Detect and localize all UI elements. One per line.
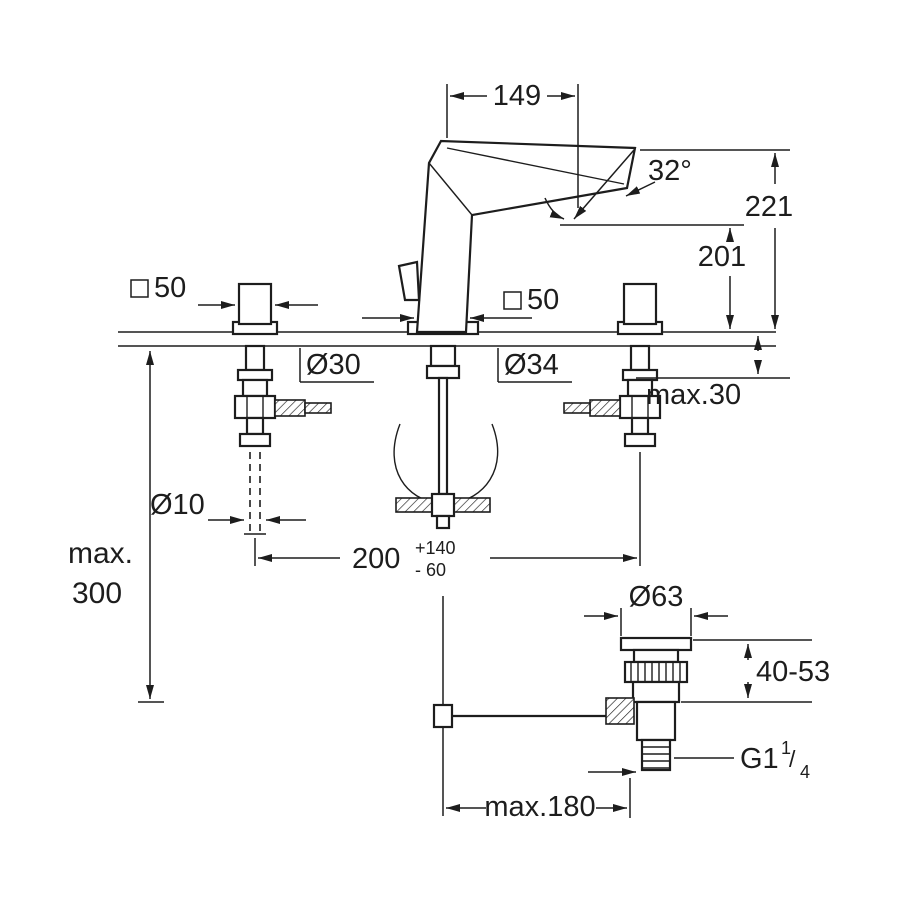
spout-facet-line — [446, 147, 625, 185]
spout-lever — [397, 260, 421, 302]
label-spout-height: 201 — [698, 241, 746, 273]
label-thread-slash: / — [789, 746, 796, 772]
waste-collar — [623, 660, 689, 684]
left-hose-fitting-2 — [304, 402, 332, 414]
hose-fitting — [395, 497, 433, 513]
label-max-deck-thickness: max.30 — [646, 379, 741, 411]
label-thread-numerator: 1 — [781, 738, 791, 758]
dim-rod-diameter: Ø10 — [150, 489, 306, 524]
right-handle — [563, 282, 664, 448]
rod-clamp-knob — [605, 697, 635, 725]
square-symbol — [503, 291, 522, 310]
left-handle — [231, 282, 332, 535]
dim-spout-angle: 32° — [544, 149, 692, 220]
waste-thread-lines — [642, 746, 670, 769]
dim-left-handle-square: 50 — [130, 272, 318, 309]
dim-thread-size: G1 1 / 4 — [588, 738, 810, 782]
dim-clamp-range: 40-53 — [681, 639, 830, 703]
label-thread-prefix: G1 — [740, 743, 779, 775]
label-rod-reach: max.180 — [484, 791, 595, 823]
dim-deck-thickness: max.30 — [636, 336, 790, 411]
dim-total-height: 221 — [640, 149, 793, 329]
dim-spout-reach: 149 — [446, 80, 579, 208]
label-spout-angle: 32° — [648, 155, 692, 187]
label-left-handle-square: 50 — [154, 272, 186, 304]
rod-junction — [432, 703, 454, 729]
spout-outline — [415, 139, 637, 334]
label-max-depth-value: 300 — [72, 577, 122, 610]
spout-body — [397, 139, 637, 336]
label-waste-diameter: Ø63 — [629, 581, 684, 613]
hose-fitting — [453, 497, 491, 513]
label-handle-centers-minus: - 60 — [415, 560, 446, 580]
square-symbol — [130, 279, 149, 298]
dim-handle-centers: 200 +140 - 60 — [254, 452, 641, 580]
drain-assembly — [432, 596, 693, 816]
label-spout-reach: 149 — [493, 80, 541, 112]
hose-loop-left — [393, 423, 439, 504]
dim-left-hole: Ø30 — [299, 348, 374, 383]
waste-thread — [640, 738, 672, 772]
hose-loop-right — [451, 423, 499, 504]
dim-center-hole: Ø34 — [497, 348, 572, 383]
left-hose-fitting — [274, 399, 306, 417]
waste-flange — [619, 636, 693, 652]
label-left-hole-diameter: Ø30 — [306, 349, 361, 381]
label-waste-clamp-range: 40-53 — [756, 656, 830, 688]
left-valve-hex-nut — [233, 394, 277, 420]
label-rod-diameter: Ø10 — [150, 489, 205, 521]
dim-max-depth: max. 300 — [68, 351, 164, 703]
waste-body — [635, 700, 677, 742]
label-body-square: 50 — [527, 284, 559, 316]
dim-rod-reach: max.180 — [446, 778, 631, 823]
dim-body-square: 50 — [362, 284, 559, 322]
label-handle-centers: 200 — [352, 543, 400, 575]
waste-collar-knurling — [630, 662, 681, 682]
spout-underdeck — [393, 344, 499, 530]
label-thread-denominator: 4 — [800, 762, 810, 782]
label-center-hole-diameter: Ø34 — [504, 349, 559, 381]
right-handle-grip — [622, 282, 658, 326]
label-handle-centers-plus: +140 — [415, 538, 456, 558]
dim-waste-diameter: Ø63 — [584, 581, 728, 636]
spout-facet-line-2 — [428, 162, 473, 216]
label-total-height: 221 — [745, 191, 793, 223]
dim-spout-height: 201 — [560, 224, 746, 329]
left-handle-grip — [237, 282, 273, 326]
right-hose-fitting — [589, 399, 621, 417]
label-max-depth-word: max. — [68, 537, 133, 570]
right-hose-fitting-2 — [563, 402, 591, 414]
tee-connector — [430, 492, 456, 518]
